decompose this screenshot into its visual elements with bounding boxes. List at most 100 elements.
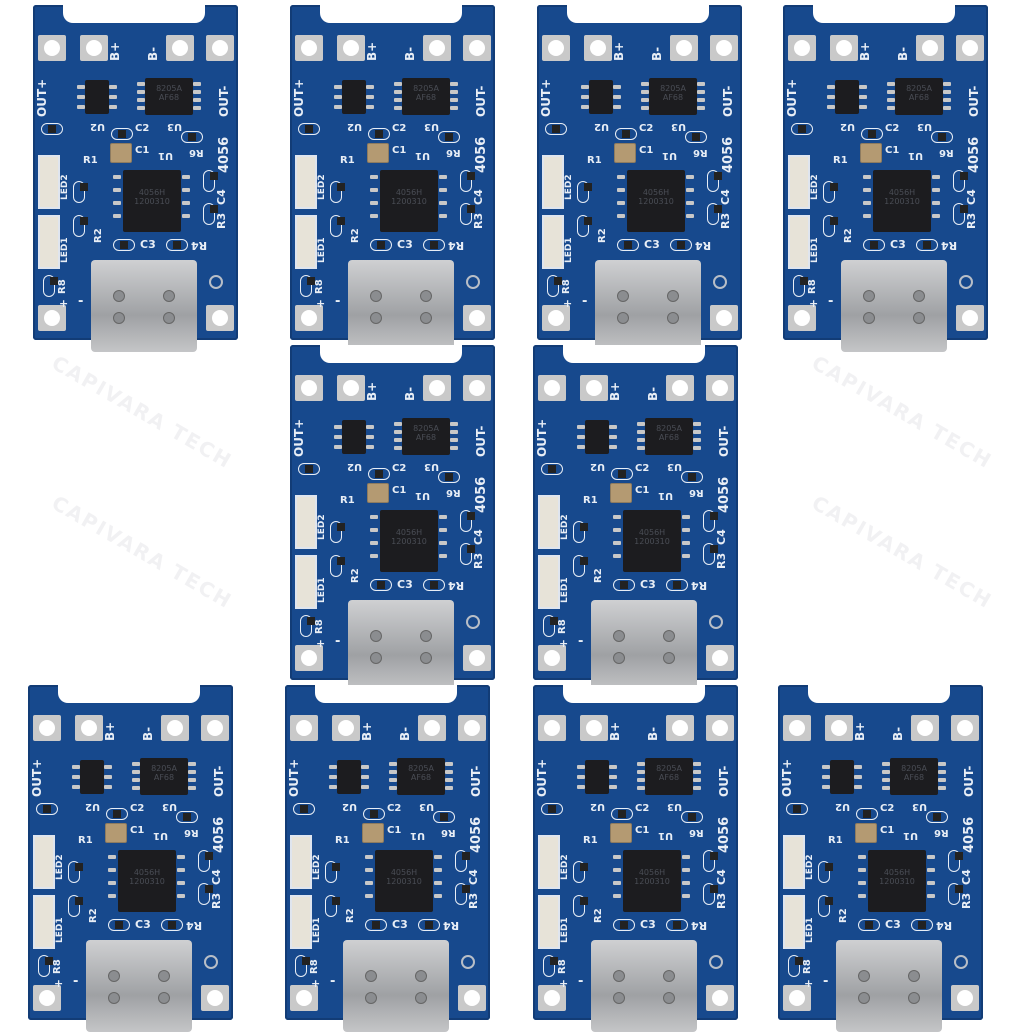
resistor-r4 <box>166 239 188 251</box>
chip-pin <box>434 855 442 859</box>
chip-pin <box>394 90 402 94</box>
mount-hole <box>613 652 625 664</box>
chip-u2 <box>337 760 361 794</box>
chip-pin <box>182 175 190 179</box>
label-b-plus: B+ <box>108 41 122 61</box>
solder-pad <box>538 645 566 671</box>
chip-pin <box>887 106 895 110</box>
label-c4: C4 <box>719 189 732 205</box>
via-hole <box>466 275 480 289</box>
label-r8: R8 <box>557 619 568 634</box>
solder-pad <box>830 35 858 61</box>
resistor-r6 <box>685 131 707 143</box>
chip-pin <box>882 778 890 782</box>
chip-pin <box>445 778 453 782</box>
chip-pin <box>188 762 196 766</box>
chip-pin <box>697 106 705 110</box>
chip-pin <box>863 175 871 179</box>
chip-pin <box>334 85 342 89</box>
label-minus: - <box>78 294 84 309</box>
label-r6: R6 <box>939 147 954 158</box>
resistor-r6 <box>438 131 460 143</box>
label-b-minus: B- <box>650 46 664 61</box>
label-c2: C2 <box>135 123 150 134</box>
label-u2: U2 <box>590 461 606 472</box>
resistor <box>293 803 315 815</box>
chip-pin <box>613 95 621 99</box>
solder-pad <box>337 35 365 61</box>
label-c2: C2 <box>392 123 407 134</box>
label-b-minus: B- <box>403 46 417 61</box>
chip-u3: 8205A AF68 <box>649 78 697 115</box>
chip-pin <box>577 435 585 439</box>
usb-c-connector <box>343 940 449 1032</box>
chip-pin <box>859 85 867 89</box>
mount-hole <box>420 652 432 664</box>
chip-pin <box>389 786 397 790</box>
led-2 <box>295 155 317 209</box>
chip-u2 <box>585 760 609 794</box>
chip-pin <box>577 785 585 789</box>
chip-pin <box>613 554 621 558</box>
resistor-r1 <box>823 181 838 203</box>
label-u2: U2 <box>840 121 856 132</box>
capacitor-c2 <box>611 468 633 480</box>
chip-pin <box>882 770 890 774</box>
label-led2: LED2 <box>312 854 322 880</box>
label-r4: R4 <box>448 239 465 253</box>
chip-pin <box>641 90 649 94</box>
chip-pin <box>863 188 871 192</box>
led-1 <box>538 895 560 949</box>
solder-pad <box>666 375 694 401</box>
label-c1: C1 <box>885 145 900 156</box>
label-out-minus: OUT- <box>717 765 731 797</box>
chip-pin <box>177 868 185 872</box>
chip-pin <box>932 175 940 179</box>
chip-pin <box>822 775 830 779</box>
chip-pin <box>108 881 116 885</box>
solder-pad <box>538 715 566 741</box>
resistor-r8 <box>300 275 315 297</box>
mount-hole <box>415 970 427 982</box>
chip-pin <box>188 786 196 790</box>
label-c3: C3 <box>397 238 413 251</box>
label-u2: U2 <box>835 801 851 812</box>
chip-pin <box>858 855 866 859</box>
resistor <box>330 215 345 237</box>
chip-u2 <box>830 760 854 794</box>
board-notch <box>563 345 705 363</box>
chip-u1: 4056H 1200310 <box>380 170 438 232</box>
chip-pin <box>613 855 621 859</box>
chip-pin <box>682 868 690 872</box>
label-c4: C4 <box>215 189 228 205</box>
chip-pin <box>77 105 85 109</box>
solder-pad <box>911 715 939 741</box>
chip-pin <box>882 786 890 790</box>
chip-pin <box>577 775 585 779</box>
usb-c-connector <box>86 940 192 1032</box>
led-2 <box>783 835 805 889</box>
chip-u1: 4056H 1200310 <box>623 510 681 572</box>
label-led1: LED1 <box>560 577 570 603</box>
chip-pin <box>389 762 397 766</box>
capacitor-c2 <box>368 128 390 140</box>
resistor-r4 <box>916 239 938 251</box>
solder-pad <box>584 35 612 61</box>
board-notch <box>63 5 205 23</box>
label-r4: R4 <box>695 239 712 253</box>
solder-pad <box>463 645 491 671</box>
chip-pin <box>104 775 112 779</box>
label-u2: U2 <box>594 121 610 132</box>
chip-pin <box>827 95 835 99</box>
label-r3: R3 <box>960 892 973 909</box>
resistor-r8 <box>300 615 315 637</box>
label-plus: + <box>563 297 573 310</box>
label-out-minus: OUT- <box>967 85 981 117</box>
solder-pad <box>206 35 234 61</box>
chip-pin <box>637 778 645 782</box>
chip-u2 <box>342 80 366 114</box>
usb-c-connector <box>836 940 942 1032</box>
led-1 <box>542 215 564 269</box>
chip-pin <box>609 775 617 779</box>
